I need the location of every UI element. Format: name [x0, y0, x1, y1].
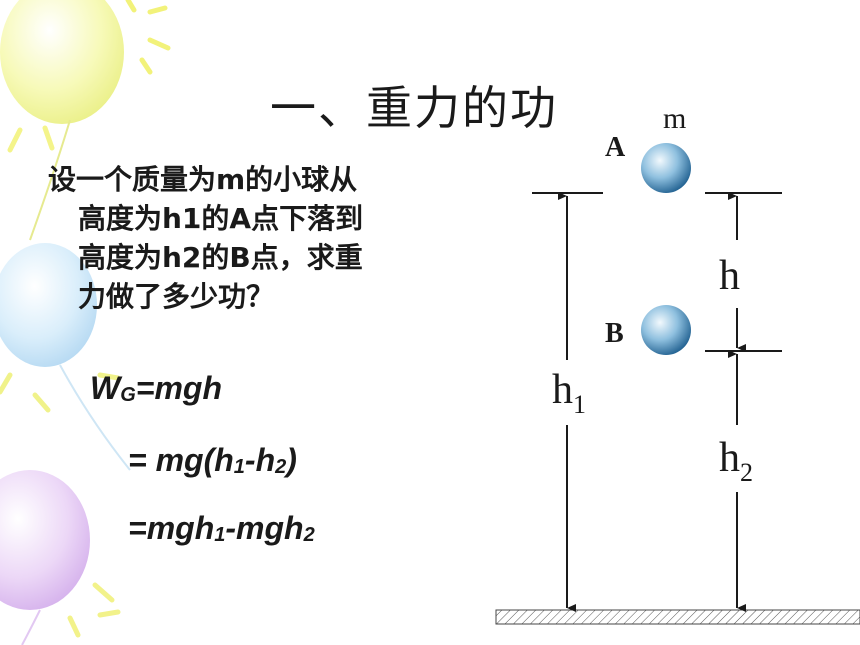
ball-b	[641, 305, 691, 355]
problem-line: 高度为h2的B点，求重	[78, 241, 363, 274]
h2-sub: 2	[740, 458, 753, 487]
formula-part: -h	[244, 442, 276, 478]
formula-line-2: = mg(h1-h2)	[128, 442, 297, 479]
purple-balloon	[0, 470, 90, 610]
h2-base: h	[719, 435, 740, 481]
formula-sub-g: G	[120, 384, 136, 406]
blue-balloon	[0, 243, 97, 367]
formula-part: =mgh	[128, 510, 215, 546]
formula-line-3: =mgh1-mgh2	[128, 510, 315, 547]
formula-part: )	[286, 442, 297, 478]
problem-statement: 设一个质量为m的小球从 高度为h1的A点下落到 高度为h2的B点，求重 力做了多…	[48, 160, 498, 316]
point-b-label: B	[605, 318, 624, 349]
h1-sub: 1	[573, 390, 586, 419]
formula-w: W	[90, 370, 121, 406]
ball-a	[641, 143, 691, 193]
formula-sub: 1	[214, 524, 226, 546]
formula-sub: 1	[233, 456, 245, 478]
formula-rest: =mgh	[135, 370, 222, 406]
problem-line: 力做了多少功？	[78, 280, 275, 313]
slide-title: 一、重力的功	[270, 81, 558, 135]
balloon-decoration	[0, 0, 171, 645]
height-h2-label: h2	[719, 434, 753, 488]
formula-line-1: WG=mgh	[90, 370, 222, 407]
formula-part: -mgh	[225, 510, 304, 546]
formula-sub: 2	[275, 456, 287, 478]
yellow-balloon	[0, 0, 124, 124]
problem-line: 设一个质量为m的小球从	[48, 163, 358, 196]
formula-sub: 2	[303, 524, 315, 546]
mass-label: m	[663, 102, 687, 135]
height-h1-label: h1	[552, 366, 586, 420]
problem-line: 高度为h1的A点下落到	[78, 202, 364, 235]
height-h-label: h	[719, 253, 740, 299]
ground	[495, 609, 860, 625]
point-a-label: A	[605, 132, 626, 163]
h1-base: h	[552, 367, 573, 413]
formula-part: = mg(h	[128, 442, 234, 478]
